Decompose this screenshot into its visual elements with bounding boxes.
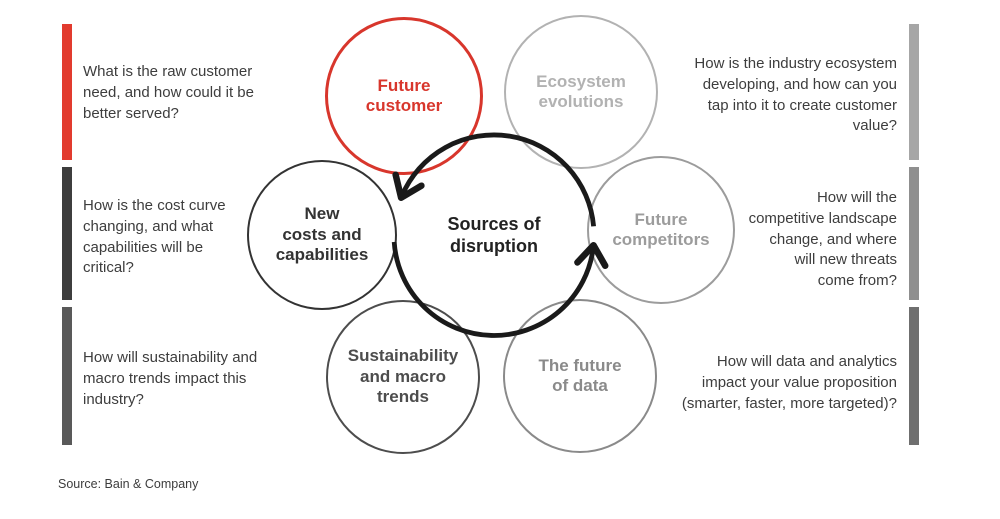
left-bar-2 [62,167,72,300]
right-bar-1 [909,24,919,160]
question-industry-ecosystem: How is the industry ecosystem developing… [694,55,897,135]
source-note: Source: Bain & Company [58,477,199,491]
question-sustainability: How will sustainability and macro trends… [83,349,258,408]
circle-label-future-competitors: Future competitors [612,209,710,250]
circle-future-competitors: Future competitors [587,156,735,304]
left-bar-1 [62,24,72,160]
left-bar-3 [62,307,72,445]
circle-ecosystem-evolutions: Ecosystem evolutions [504,15,658,169]
circle-label-future-of-data: The future of data [538,355,622,396]
circle-label-sustainability-macro-trends: Sustainability and macro trends [347,346,459,407]
question-cost-curve: How is the cost curve changing, and what… [83,197,226,277]
circle-sustainability-macro-trends: Sustainability and macro trends [326,300,480,454]
right-bar-3 [909,307,919,445]
circle-label-future-customer: Future customer [365,75,443,116]
circle-future-of-data: The future of data [503,299,657,453]
circle-label-new-costs-and-capabilities: New costs and capabilities [275,204,369,265]
question-competitive-landscape: How will the competitive landscape chang… [748,189,897,290]
circle-future-customer: Future customer [325,17,483,175]
circle-new-costs-and-capabilities: New costs and capabilities [247,160,397,310]
circle-label-ecosystem-evolutions: Ecosystem evolutions [536,71,626,112]
question-data-analytics: How will data and analytics impact your … [681,353,897,412]
right-bar-2 [909,167,919,300]
center-circle-label: Sources of disruption [447,214,541,256]
question-raw-customer-need: What is the raw customer need, and how c… [83,63,254,122]
